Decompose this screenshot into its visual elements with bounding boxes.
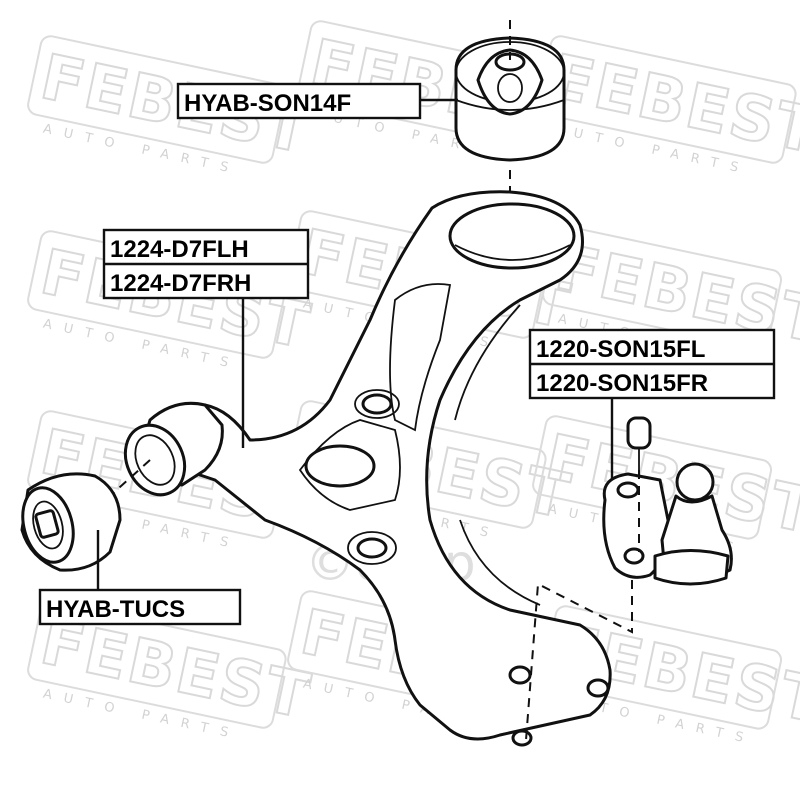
front-bushing-ring	[123, 423, 187, 497]
lower-control-arm	[138, 190, 612, 747]
label-arm: 1224-D7FLH 1224-D7FRH	[102, 228, 310, 300]
label-rear-bushing: HYAB-TUCS	[38, 588, 242, 626]
label-arm-right-text: 1224-D7FRH	[110, 270, 251, 297]
label-arm-left-text: 1224-D7FLH	[110, 236, 249, 263]
label-top-mount: HYAB-SON14F	[176, 82, 422, 120]
watermark-tile: FEBEST AUTO PARTS	[537, 35, 800, 178]
label-ball-joint-left-text: 1220-SON15FL	[536, 336, 705, 363]
label-top-mount-text: HYAB-SON14F	[184, 90, 351, 117]
leader-lines	[96, 98, 614, 592]
top-mount-bushing	[454, 36, 566, 162]
ball-joint	[602, 416, 733, 586]
rear-bushing	[20, 472, 122, 572]
label-ball-joint: 1220-SON15FL 1220-SON15FR	[528, 328, 776, 400]
label-rear-bushing-text: HYAB-TUCS	[46, 596, 185, 623]
label-ball-joint-right-text: 1220-SON15FR	[536, 370, 708, 397]
